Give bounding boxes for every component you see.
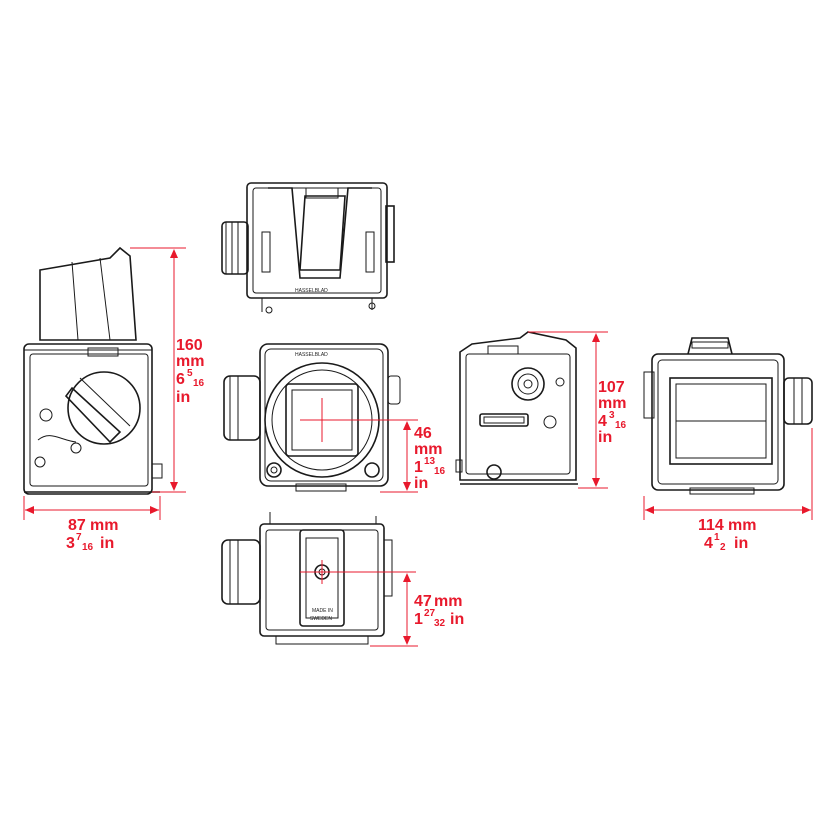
tripod-in-whole: 1: [414, 611, 423, 628]
back-height-in-den: 16: [615, 420, 627, 431]
lens-axis-in-den: 16: [434, 466, 446, 477]
height-label: 160 mm 6 5 16 in: [176, 337, 205, 406]
tripod-in-unit: in: [450, 611, 464, 628]
lens-axis-in-whole: 1: [414, 459, 423, 476]
width-label: 114 mm 4 1 2 in: [698, 517, 756, 553]
width-in-whole: 4: [704, 535, 713, 552]
lens-axis-label: 46 mm 1 13 16 in: [414, 425, 446, 492]
tripod-dimension: [370, 573, 418, 646]
front-view-brand-text: HASSELBLAD: [295, 352, 328, 358]
top-view-brand-text: HASSELBLAD: [295, 288, 328, 294]
side-depth-in-whole: 3: [66, 535, 75, 552]
tripod-label: 47 mm 1 27 32 in: [414, 593, 464, 629]
bottom-view: MADE IN SWEDEN: [222, 512, 416, 644]
side-depth-mm-unit: mm: [90, 517, 118, 534]
lens-axis-in-unit: in: [414, 475, 428, 492]
back-height-in-unit: in: [598, 429, 612, 446]
side-depth-label: 87 mm 3 7 16 in: [66, 517, 118, 553]
width-mm-unit: mm: [728, 517, 756, 534]
width-mm-value: 114: [698, 517, 724, 534]
back-view: [456, 332, 578, 484]
lens-axis-dimension: [380, 421, 418, 492]
front-view: HASSELBLAD: [224, 344, 418, 491]
side-depth-in-unit: in: [100, 535, 114, 552]
side-depth-in-den: 16: [82, 542, 94, 553]
width-in-den: 2: [720, 542, 726, 553]
tripod-in-den: 32: [434, 618, 446, 629]
back-height-label: 107 mm 4 3 16 in: [598, 379, 627, 446]
height-mm-value: 160: [176, 337, 203, 354]
height-dimension: [130, 248, 186, 492]
top-view: HASSELBLAD: [222, 183, 394, 313]
lens-axis-mm-value: 46: [414, 425, 432, 442]
back-height-in-whole: 4: [598, 413, 607, 430]
height-in-whole: 6: [176, 371, 185, 388]
rear-view: [644, 338, 812, 494]
side-view: [24, 248, 162, 494]
bottom-plate-text-line1: MADE IN: [312, 608, 333, 614]
width-in-unit: in: [734, 535, 748, 552]
tripod-mm-unit: mm: [434, 593, 462, 610]
height-in-den: 16: [193, 378, 205, 389]
height-in-unit: in: [176, 389, 190, 406]
back-height-dimension: [528, 332, 608, 488]
back-height-mm-value: 107: [598, 379, 625, 396]
bottom-plate-text-line2: SWEDEN: [310, 616, 332, 622]
